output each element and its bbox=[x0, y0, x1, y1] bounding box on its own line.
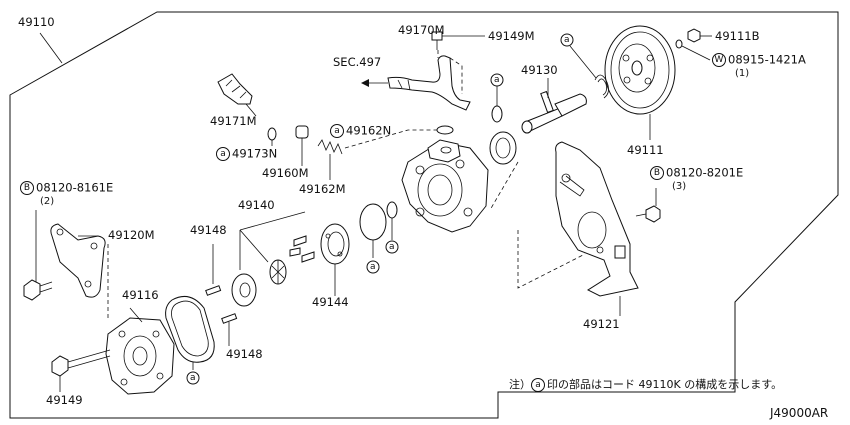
marker-a-small: a bbox=[389, 242, 395, 252]
label-49148-lower[interactable]: 49148 bbox=[226, 347, 263, 361]
label-49130[interactable]: 49130 bbox=[521, 63, 558, 77]
label-49149m[interactable]: 49149M bbox=[488, 29, 535, 43]
gasket-drawing bbox=[165, 295, 215, 363]
cover-49116-drawing bbox=[105, 317, 175, 395]
label-49110[interactable]: 49110 bbox=[18, 15, 55, 29]
pin-49148-lower bbox=[221, 313, 238, 324]
bracket-49120m-drawing bbox=[50, 223, 106, 298]
spring-49162m-drawing bbox=[317, 139, 343, 180]
qty-08120-8161e: (2) bbox=[40, 196, 55, 207]
bolt-49149m-drawing bbox=[431, 31, 485, 50]
oring-49162n-drawing bbox=[436, 125, 454, 135]
bolt-49149-drawing bbox=[51, 349, 111, 392]
bolt-symbol-icon: B bbox=[650, 166, 664, 180]
drawing-code: J49000AR bbox=[770, 406, 829, 420]
label-49111b[interactable]: 49111B bbox=[715, 29, 760, 43]
bolt-symbol-icon: B bbox=[20, 181, 34, 195]
connector-49171m-drawing bbox=[217, 73, 257, 117]
label-49121[interactable]: 49121 bbox=[583, 317, 620, 331]
marker-circles bbox=[186, 33, 574, 385]
part-number-49162n: 49162N bbox=[346, 123, 392, 138]
part-number-49173n: 49173N bbox=[232, 146, 278, 161]
washer-symbol-icon: W bbox=[712, 53, 726, 67]
label-49116[interactable]: 49116 bbox=[122, 288, 159, 302]
rotor-49140-drawing bbox=[231, 211, 315, 307]
oil-seal-drawing bbox=[489, 86, 517, 165]
oring-small-drawing bbox=[386, 201, 398, 219]
label-49149[interactable]: 49149 bbox=[46, 393, 83, 407]
label-49171m[interactable]: 49171M bbox=[210, 114, 257, 128]
label-49120m[interactable]: 49120M bbox=[108, 228, 155, 242]
label-49140[interactable]: 49140 bbox=[238, 198, 275, 212]
qty-08915: (1) bbox=[735, 68, 750, 79]
label-49148-upper[interactable]: 49148 bbox=[190, 223, 227, 237]
valve-49160m-drawing bbox=[295, 125, 309, 166]
marker-a-seal: a bbox=[564, 35, 570, 45]
oring-large-drawing bbox=[359, 203, 387, 241]
label-49111[interactable]: 49111 bbox=[627, 143, 664, 157]
pulley-49111-drawing bbox=[604, 25, 676, 140]
part-number-08915: 08915-1421A bbox=[728, 52, 806, 67]
marker-a-oring: a bbox=[494, 75, 500, 85]
bolt-08120-8201e-drawing bbox=[635, 188, 661, 223]
assembly-frame bbox=[9, 11, 839, 419]
washer-08915-drawing bbox=[675, 39, 711, 61]
note-prefix: 注） bbox=[509, 378, 531, 391]
shaft-49130-drawing bbox=[521, 78, 587, 134]
note-text: 印の部品はコード 49110K の構成を示します。 bbox=[547, 378, 783, 391]
label-49144[interactable]: 49144 bbox=[312, 295, 349, 309]
part-number-08120-8161e: 08120-8161E bbox=[36, 180, 114, 195]
part-number-08120-8201e: 08120-8201E bbox=[666, 165, 744, 180]
label-49170m[interactable]: 49170M bbox=[398, 23, 445, 37]
bolt-08120-8161e-drawing bbox=[23, 210, 53, 301]
cam-ring-49144-drawing bbox=[320, 223, 350, 296]
label-49162m[interactable]: 49162M bbox=[299, 182, 346, 196]
marker-a-icon: a bbox=[330, 124, 344, 138]
hose-49170m-drawing bbox=[361, 50, 471, 111]
pin-49148-upper bbox=[205, 285, 222, 296]
nut-49111b-drawing bbox=[687, 28, 712, 43]
pump-body-drawing bbox=[401, 139, 489, 233]
qty-08120-8201e: (3) bbox=[672, 181, 687, 192]
marker-a-icon: a bbox=[216, 147, 230, 161]
marker-a-large: a bbox=[370, 262, 376, 272]
oring-49173n-drawing bbox=[267, 127, 277, 141]
note-marker-icon: a bbox=[531, 378, 545, 392]
bracket-49121-drawing bbox=[555, 141, 639, 316]
sec-497-reference[interactable]: SEC.497 bbox=[333, 55, 382, 69]
marker-a-gasket: a bbox=[190, 373, 196, 383]
snap-ring-drawing bbox=[594, 74, 609, 99]
label-49160m[interactable]: 49160M bbox=[262, 166, 309, 180]
